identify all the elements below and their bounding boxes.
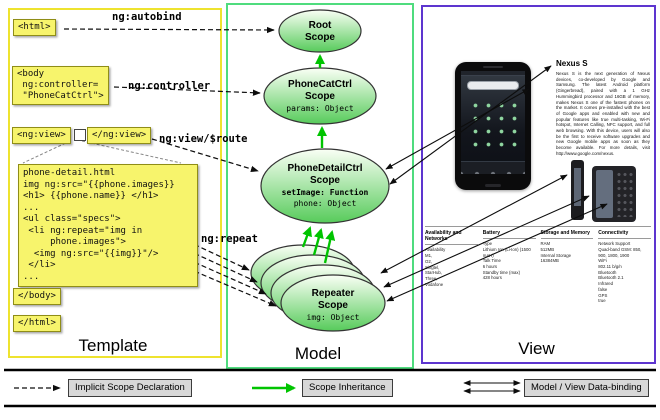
phone-screen — [461, 71, 525, 174]
legend-data-binding-label: Model / View Data-binding — [524, 379, 649, 397]
ngview-open-tag: <ng:view> — [12, 127, 71, 144]
phonecatctrl-params-prop: params: Object — [286, 104, 354, 113]
phone-name-heading: Nexus S — [556, 59, 588, 68]
repeater-scope-label: Repeater Scope img: Object — [283, 288, 383, 323]
spec-header-battery: Battery — [482, 230, 536, 240]
spec-column-storage: Storage and Memory RAM 512MB Internal St… — [540, 230, 594, 304]
body-close-tag: </body> — [13, 288, 61, 305]
phonecatctrl-scope-label: PhoneCatCtrl Scope params: Object — [262, 79, 378, 114]
phone-thumbnail-side — [571, 160, 584, 220]
phone-dock — [461, 161, 525, 174]
ng-controller-annotation: ng:controller — [128, 80, 211, 92]
nexus-phone-image — [455, 62, 531, 190]
phone-home-button — [485, 184, 501, 187]
phone-detail-template-code: phone-detail.html img ng:src="{{phone.im… — [18, 164, 198, 287]
repeater-img-prop: img: Object — [306, 313, 360, 322]
phone-earpiece — [483, 66, 503, 68]
root-scope-label: Root Scope — [279, 20, 361, 44]
spec-header-storage: Storage and Memory — [540, 230, 594, 240]
legend-implicit-scope-label: Implicit Scope Declaration — [68, 379, 192, 397]
thumbnail-screen — [596, 170, 613, 218]
phone-search-widget — [467, 81, 519, 90]
spec-header-connectivity: Connectivity — [598, 230, 651, 240]
spec-column-connectivity: Connectivity Network Support Quad-band G… — [598, 230, 651, 304]
html-open-tag: <html> — [13, 19, 56, 36]
spec-column-availability: Availability and Networks Availability M… — [425, 230, 478, 304]
ng-view-route-annotation: ng:view/$route — [159, 133, 248, 145]
phonedetailctrl-scope-title: PhoneDetailCtrl Scope — [287, 163, 363, 186]
phonedetailctrl-setimage-prop: setImage: Function — [281, 188, 369, 197]
model-section-label: Model — [294, 344, 342, 363]
thumbnail-keypad — [616, 171, 633, 217]
spec-table: Availability and Networks Availability M… — [425, 226, 651, 304]
html-close-tag: </html> — [13, 315, 61, 332]
ngview-close-tag: </ng:view> — [87, 127, 152, 144]
spec-body-storage: RAM 512MB Internal Storage 16384MB — [540, 241, 572, 264]
template-section-label: Template — [78, 336, 148, 355]
spec-column-battery: Battery Type Lithium Ion (Li-Ion) (1500 … — [482, 230, 536, 304]
body-open-tag: <body ng:controller= "PhoneCatCtrl"> — [12, 66, 109, 105]
ngview-placeholder-box — [74, 129, 86, 141]
phone-app-grid — [466, 96, 520, 152]
legend-scope-inheritance-label: Scope Inheritance — [302, 379, 393, 397]
phone-description: Nexus S is the next generation of Nexus … — [556, 71, 650, 156]
phone-thumbnail-open — [592, 166, 636, 222]
ng-autobind-annotation: ng:autobind — [112, 11, 182, 23]
phone-status-bar — [461, 71, 525, 76]
spec-header-availability: Availability and Networks — [425, 230, 478, 246]
repeater-scope-title: Repeater Scope — [311, 288, 355, 311]
spec-body-battery: Type Lithium Ion (Li-Ion) (1500 mAH) Tal… — [482, 241, 531, 281]
spec-body-connectivity: Network Support Quad-band GSM: 850, 900,… — [598, 241, 642, 304]
ng-repeat-annotation: ng:repeat — [201, 233, 258, 245]
view-section-label: View — [518, 339, 555, 358]
phonecatctrl-scope-title: PhoneCatCtrl Scope — [288, 79, 352, 102]
thumbnail-screen — [574, 168, 581, 206]
phonedetailctrl-phone-prop: phone: Object — [293, 199, 357, 208]
phonedetailctrl-scope-label: PhoneDetailCtrl Scope setImage: Function… — [257, 163, 393, 209]
spec-body-availability: Availability M1, O2, Singtel, StarHub, T… — [425, 247, 446, 287]
root-scope-title: Root Scope — [304, 20, 335, 43]
